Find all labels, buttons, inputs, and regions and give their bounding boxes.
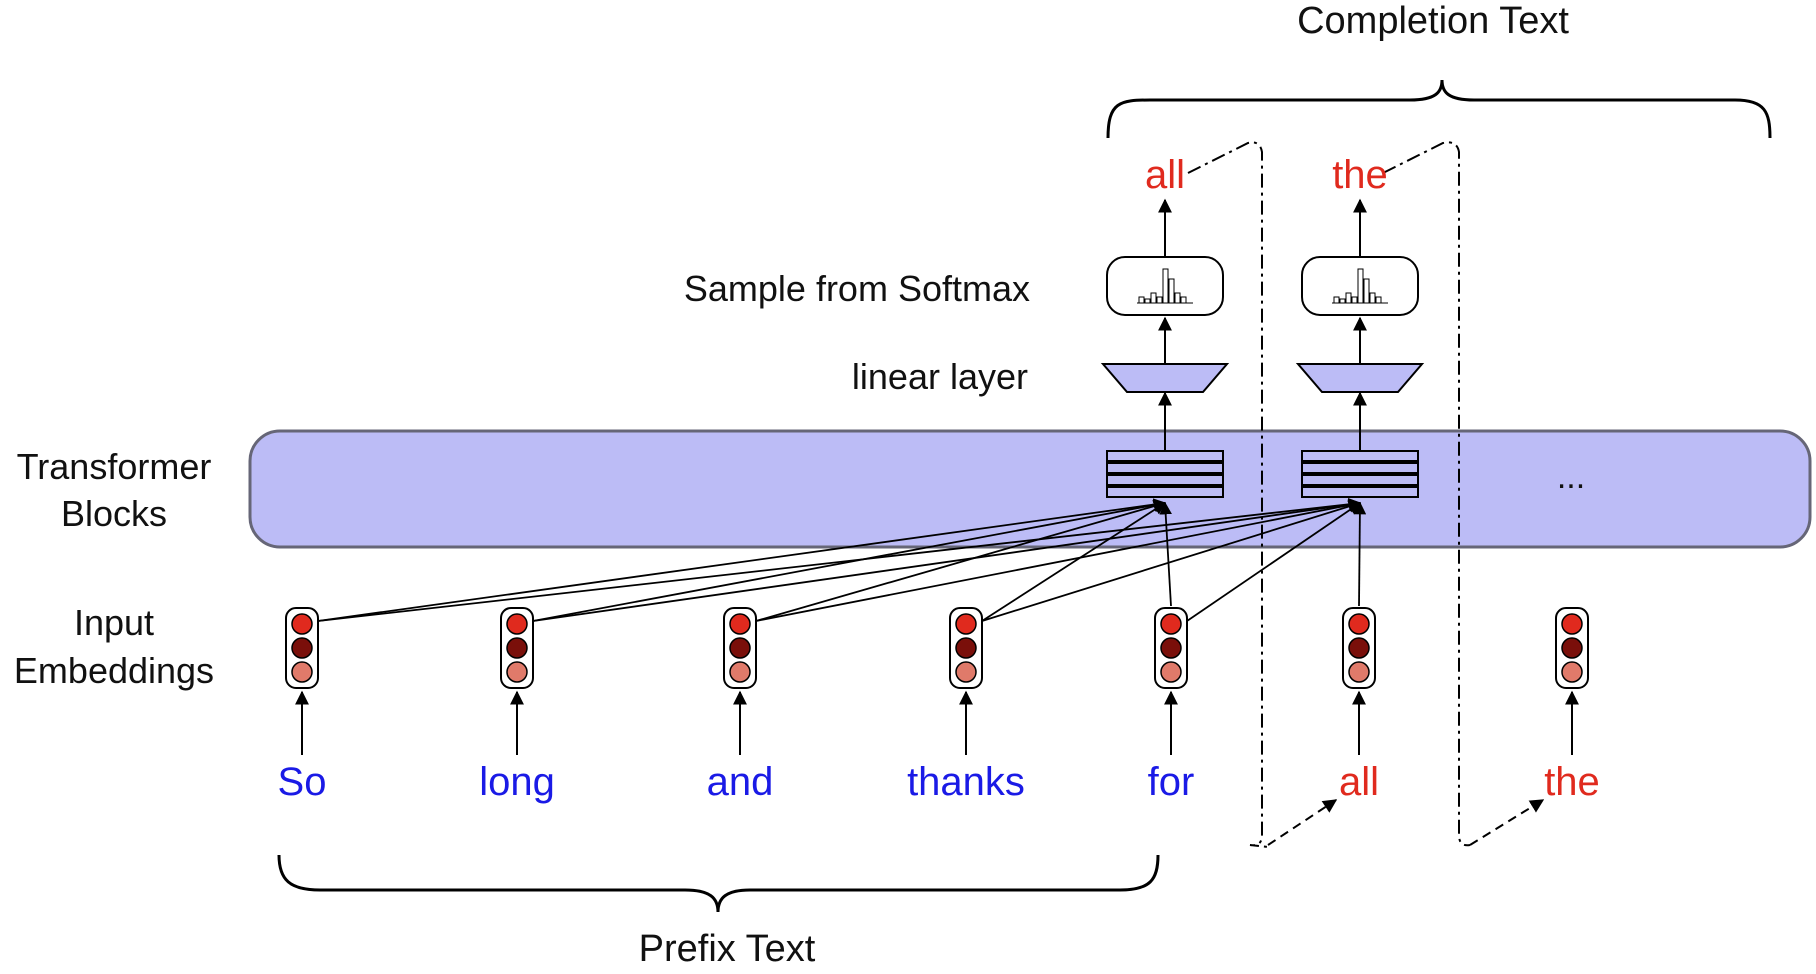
embedding-cell — [1348, 613, 1370, 635]
output-token: all — [1145, 153, 1185, 197]
embedding-cell — [506, 661, 528, 683]
histogram-bar — [1357, 268, 1364, 304]
attention-line — [317, 498, 1167, 622]
input-token: the — [1544, 760, 1600, 804]
embedding-cell — [506, 637, 528, 659]
embedding-cell — [955, 613, 977, 635]
embedding-cell — [1160, 661, 1182, 683]
transformer-band — [248, 429, 1812, 549]
embedding-cell — [1160, 637, 1182, 659]
histogram-bar — [1333, 296, 1340, 304]
hidden-state-layer — [1301, 450, 1419, 462]
histogram-bar — [1138, 296, 1145, 304]
histogram-bar — [1162, 268, 1169, 304]
attention-line — [755, 500, 1167, 622]
linear-layer-shape — [1295, 363, 1425, 393]
histogram-bar — [1156, 296, 1163, 304]
embedding-vector — [949, 607, 983, 689]
attention-line — [532, 498, 1362, 622]
step-separator-2 — [1382, 141, 1471, 847]
token-to-embedding-arrows — [295, 690, 1579, 755]
input-token: for — [1148, 760, 1195, 804]
hidden-state-layer — [1301, 462, 1419, 474]
sample-from-softmax-label: Sample from Softmax — [684, 268, 1030, 309]
prefix-brace — [277, 854, 1160, 913]
linear-layer-label: linear layer — [852, 356, 1028, 397]
embedding-vector — [723, 607, 757, 689]
input-token: all — [1339, 760, 1379, 804]
embedding-cell — [1160, 613, 1182, 635]
embedding-vector — [1342, 607, 1376, 689]
output-heads — [1100, 198, 1425, 498]
input-embeddings — [285, 607, 1589, 689]
attention-line — [317, 498, 1362, 622]
feedback-arrow-2 — [1469, 799, 1545, 846]
attention-line — [1186, 502, 1362, 622]
embedding-cell — [291, 613, 313, 635]
histogram-bar — [1345, 292, 1352, 304]
histogram-bar — [1363, 278, 1370, 304]
hidden-state-layer — [1106, 462, 1224, 474]
embedding-cell — [729, 661, 751, 683]
hidden-state-layer — [1106, 450, 1224, 462]
hidden-state-layer — [1106, 474, 1224, 486]
hidden-state-layer — [1301, 474, 1419, 486]
prefix-text-label: Prefix Text — [639, 928, 816, 970]
embedding-cell — [955, 637, 977, 659]
transformer-blocks-label-line2: Blocks — [61, 493, 167, 534]
embedding-cell — [1348, 637, 1370, 659]
output-head — [1295, 198, 1425, 498]
hidden-state-layer — [1301, 486, 1419, 498]
attention-line — [755, 498, 1362, 622]
histogram-bar — [1174, 292, 1181, 304]
embedding-cell — [506, 613, 528, 635]
attention-line — [981, 502, 1167, 622]
histogram-bar — [1339, 298, 1346, 304]
embedding-vector — [285, 607, 319, 689]
histogram-bar — [1369, 292, 1376, 304]
input-embeddings-label-line1: Input — [74, 602, 154, 643]
input-embeddings-label-line2: Embeddings — [14, 650, 214, 691]
embedding-vector — [500, 607, 534, 689]
embedding-cell — [1348, 661, 1370, 683]
embedding-cell — [291, 637, 313, 659]
embedding-cell — [955, 661, 977, 683]
completion-text-label: Completion Text — [1297, 0, 1569, 42]
transformer-blocks-label-line1: Transformer — [17, 446, 212, 487]
histogram-bar — [1351, 296, 1358, 304]
embedding-vector — [1154, 607, 1188, 689]
embedding-cell — [1561, 637, 1583, 659]
ellipsis-label: ... — [1557, 458, 1585, 496]
output-head — [1100, 198, 1230, 498]
attention-connections — [317, 498, 1367, 622]
histogram-bar — [1375, 296, 1382, 304]
step-separator-1 — [1187, 141, 1269, 848]
completion-brace — [1106, 79, 1772, 139]
input-token: thanks — [907, 760, 1025, 804]
histogram-bar — [1180, 296, 1187, 304]
feedback-arrow-1 — [1267, 799, 1338, 846]
output-token: the — [1332, 153, 1388, 197]
input-token: So — [278, 760, 327, 804]
input-token: long — [479, 760, 555, 804]
input-token: and — [707, 760, 774, 804]
embedding-cell — [729, 613, 751, 635]
attention-line — [1353, 501, 1367, 607]
linear-layer-shape — [1100, 363, 1230, 393]
histogram-bar — [1150, 292, 1157, 304]
embedding-cell — [1561, 661, 1583, 683]
histogram-bar — [1168, 278, 1175, 304]
attention-line — [981, 500, 1362, 622]
embedding-cell — [291, 661, 313, 683]
embedding-cell — [729, 637, 751, 659]
attention-line — [1159, 501, 1172, 607]
histogram-bar — [1144, 298, 1151, 304]
embedding-cell — [1561, 613, 1583, 635]
hidden-state-layer — [1106, 486, 1224, 498]
attention-line — [532, 498, 1167, 622]
embedding-vector — [1555, 607, 1589, 689]
